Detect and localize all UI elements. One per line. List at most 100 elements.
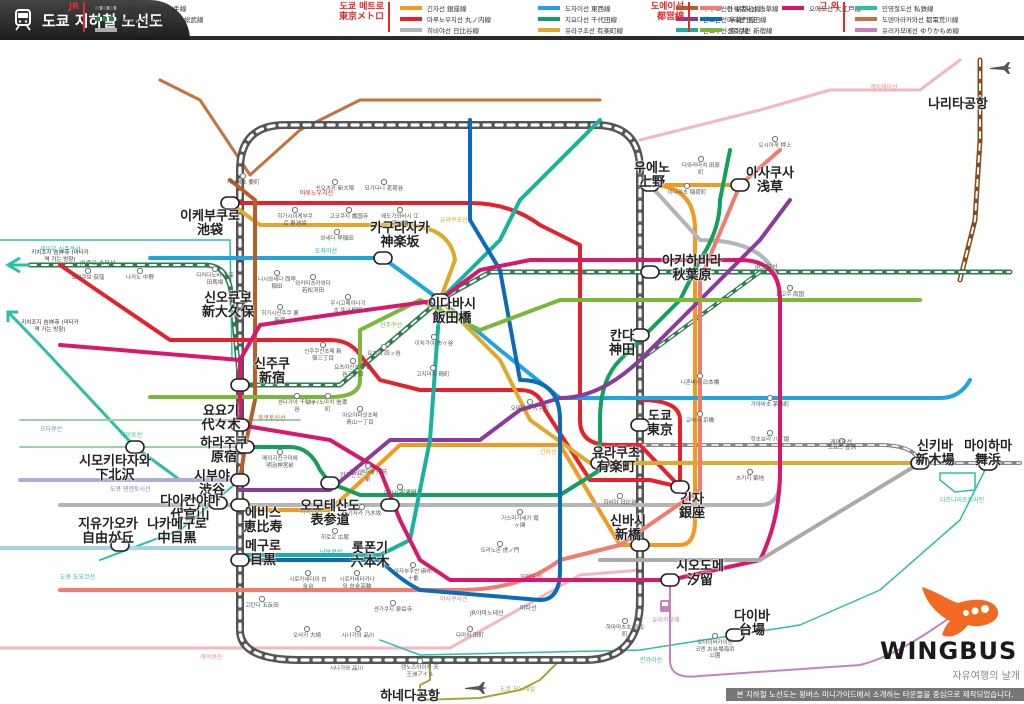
station-shinjukusanchome[interactable]: 신주쿠산초메 新宿三丁目 <box>304 349 342 362</box>
station-dot-sengakuji[interactable] <box>389 599 397 607</box>
station-node-kanda[interactable] <box>630 328 650 342</box>
station-node-shinokubo[interactable] <box>230 290 250 304</box>
station-dot-toyosu[interactable] <box>838 437 846 445</box>
station-myogadani[interactable]: 묘가다니 茗荷谷 <box>364 186 404 192</box>
station-dot-toranomon[interactable] <box>496 540 504 548</box>
station-kyobashi[interactable]: 교바시 京橋 <box>686 418 714 424</box>
station-dot-shirokanedai[interactable] <box>304 569 312 577</box>
station-node-yurakucho[interactable] <box>590 456 610 470</box>
station-node-roppongi[interactable] <box>380 498 400 512</box>
station-dot-ogikubo[interactable] <box>84 267 92 275</box>
station-dot-tamachi[interactable] <box>466 625 474 633</box>
station-dot-higashiikebukuro[interactable] <box>291 206 299 214</box>
station-node-daiba[interactable] <box>725 628 745 642</box>
station-tawaramachi[interactable]: 다와라마치 田原町 <box>681 163 721 176</box>
station-ichigaya[interactable]: 이치가야 市ヶ谷 <box>414 341 454 347</box>
station-dot-ryogoku[interactable] <box>786 284 794 292</box>
station-node-shinkiba[interactable] <box>910 456 930 470</box>
station-dot-shinotsuka[interactable] <box>331 178 339 186</box>
station-akasaka[interactable]: 아카사카 赤坂 <box>383 491 417 497</box>
station-node-shiodome[interactable] <box>660 573 680 587</box>
station-kayabacho[interactable]: 가야바초 茅場町 <box>750 402 790 408</box>
station-odaiba[interactable]: 오다이바카이힌코엔 お台場海浜公園 <box>695 640 735 659</box>
station-dot-nishiwaseda[interactable] <box>273 269 281 277</box>
station-dot-tennozu[interactable] <box>416 657 424 665</box>
station-node-ebisu[interactable] <box>230 498 250 512</box>
station-shinagawa-alt[interactable]: 시나가와 品川 <box>330 666 363 672</box>
station-dot-kasumigaseki[interactable] <box>516 508 524 516</box>
station-hamamatsucho[interactable]: 하마마츠초 浜松町 <box>605 625 645 638</box>
station-ushigome[interactable]: 우시고메야나기초 牛込柳町 <box>330 301 366 314</box>
station-dot-kyobashi[interactable] <box>696 410 704 418</box>
station-dot-gaienmae[interactable] <box>364 462 372 470</box>
station-node-meguro[interactable] <box>230 553 250 567</box>
station-shirokanedai[interactable]: 시로카네다이 白金台 <box>289 577 327 590</box>
station-shinagawa[interactable]: 시나가와 品川 <box>341 633 375 639</box>
station-dot-kayabacho[interactable] <box>766 394 774 402</box>
station-dot-azabujuban[interactable] <box>409 561 417 569</box>
station-dot-higashishinjuku[interactable] <box>276 303 284 311</box>
station-hatchobori[interactable]: 핫초보리 八丁堀 <box>750 437 790 443</box>
station-hibiya[interactable]: 히비야 日比谷 <box>603 500 637 506</box>
station-dot-hibiya[interactable] <box>616 492 624 500</box>
station-shinanomachi[interactable]: 시나노마치 信濃町 <box>308 400 348 413</box>
station-node-kagurazaka[interactable] <box>373 251 393 265</box>
station-node-shimokitazawa[interactable] <box>125 440 145 454</box>
station-dot-shinanomachi[interactable] <box>324 392 332 400</box>
station-sengakuji[interactable]: 센가쿠지 泉岳寺 <box>373 607 413 613</box>
station-dot-hamamatsucho[interactable] <box>621 617 629 625</box>
station-higashishinjuku[interactable]: 히가시신주쿠 東新宿 <box>261 311 299 324</box>
station-dot-hatchobori[interactable] <box>766 429 774 437</box>
station-nishiwaseda[interactable]: 니시와세다 西早稲田 <box>257 277 297 290</box>
station-dot-gokokuji[interactable] <box>345 206 353 214</box>
station-wakamatsu[interactable]: 와카마츠카와다 若松河田 <box>295 281 331 294</box>
station-dot-wakamatsu[interactable] <box>309 273 317 281</box>
station-nihombashi[interactable]: 니혼바시 日本橋 <box>680 380 720 386</box>
station-dot-kanamecho[interactable] <box>239 172 247 180</box>
station-dot-odaiba[interactable] <box>711 632 719 640</box>
station-dot-nakano[interactable] <box>136 267 144 275</box>
station-gokokuji[interactable]: 고코쿠지 護国寺 <box>329 214 369 220</box>
station-node-maihama[interactable] <box>978 457 998 471</box>
station-oshiage[interactable]: 오시아게 押上 <box>758 143 792 149</box>
station-dot-takadanobaba[interactable] <box>211 265 219 273</box>
station-dot-nogizaka[interactable] <box>358 503 366 511</box>
station-node-ueno[interactable] <box>640 178 660 192</box>
station-kanamecho[interactable]: 가나메초 要町 <box>226 180 260 186</box>
station-dot-myogadani[interactable] <box>380 178 388 186</box>
station-aoyama[interactable]: 아오야마잇초메 青山一丁目 <box>342 413 378 426</box>
station-nogizaka[interactable]: 노기자카 乃木坂 <box>342 511 382 517</box>
station-dot-ushigome[interactable] <box>344 293 352 301</box>
station-tamachi[interactable]: 다마치 田町 <box>456 633 484 639</box>
station-dot-oshiage[interactable] <box>771 135 779 143</box>
station-gaienmae[interactable]: 가이엔마에 外苑前 <box>348 470 388 483</box>
station-ogikubo[interactable]: 오기쿠보 荻窪 <box>71 275 105 281</box>
station-kojimachi[interactable]: 고지마치 麹町 <box>416 372 450 378</box>
station-dot-nihombashi[interactable] <box>696 372 704 380</box>
station-dot-otemachi[interactable] <box>526 398 534 406</box>
station-takadanobaba[interactable]: 다카다노바바 高田馬場 <box>196 273 234 286</box>
station-node-iidabashi[interactable] <box>430 293 450 307</box>
station-node-asakusa[interactable] <box>730 178 750 192</box>
station-node-yoyogi[interactable] <box>230 418 250 432</box>
station-dot-kojimachi[interactable] <box>429 364 437 372</box>
